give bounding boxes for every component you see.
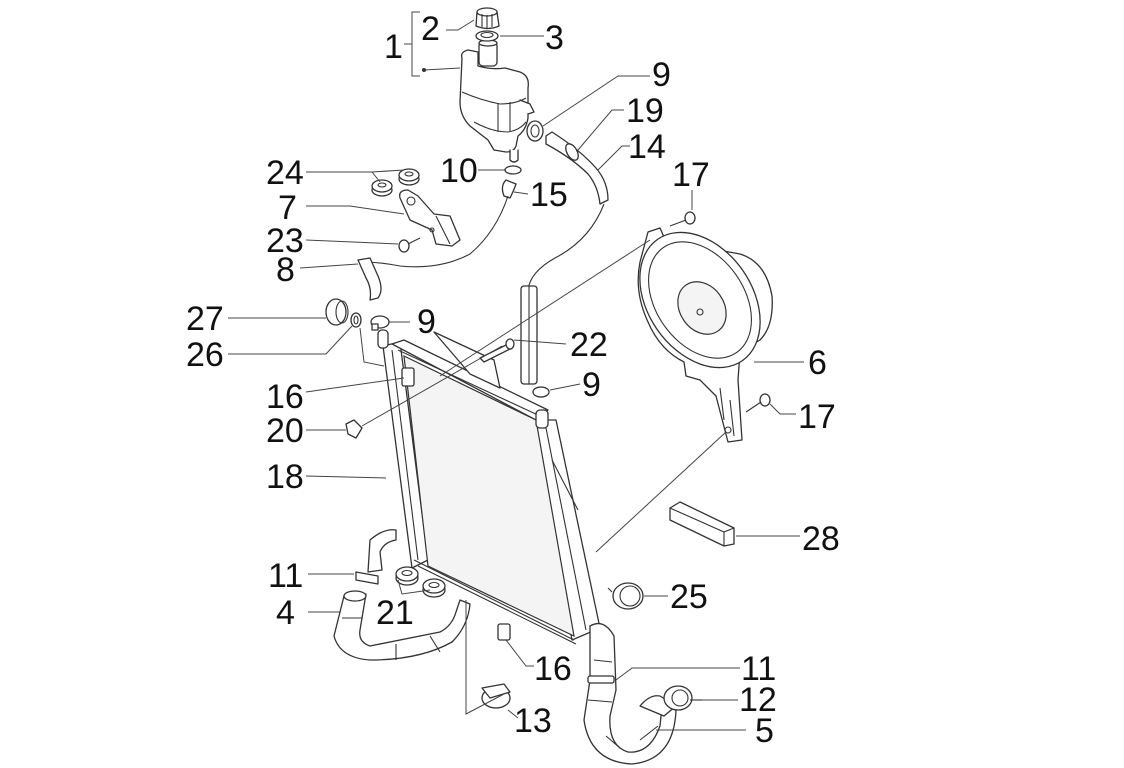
hose-clamp-top (526, 120, 544, 142)
hose-connector (501, 179, 517, 199)
washer (350, 312, 362, 328)
vertical-hose (520, 285, 538, 385)
hose-clamp-left (370, 315, 390, 331)
bracket-grommets (371, 168, 420, 197)
rubber-grommets (395, 566, 446, 598)
callout-9-right: 9 (582, 366, 601, 404)
callout-8: 8 (276, 251, 295, 289)
callout-17-upper: 17 (672, 156, 710, 194)
callout-2: 2 (421, 10, 440, 48)
cap-gasket (475, 30, 499, 42)
lower-left-hose (333, 529, 471, 661)
callout-22: 22 (570, 326, 608, 364)
tank-cap (475, 7, 500, 30)
clip-nut-upper (401, 367, 415, 387)
callout-27: 27 (186, 300, 224, 338)
callout-19: 19 (626, 92, 664, 130)
callout-16-upper: 16 (266, 378, 304, 416)
clip-nut (345, 419, 363, 439)
bleed-cap (325, 298, 349, 326)
callout-17-lower: 17 (798, 398, 836, 436)
callout-11-left: 11 (268, 557, 303, 595)
callout-11-right: 11 (741, 650, 776, 688)
filler-hose (545, 131, 609, 205)
callout-16-lower: 16 (534, 650, 572, 688)
callout-15: 15 (530, 176, 568, 214)
callout-14: 14 (628, 128, 666, 166)
callout-13: 13 (514, 702, 552, 740)
callout-25: 25 (670, 578, 708, 616)
hose-clamp-lower-right (587, 675, 615, 684)
callout-9-left: 9 (417, 303, 436, 341)
hose-clamp-right (532, 386, 550, 398)
overflow-hose (357, 195, 509, 301)
clip-nut-lower (497, 623, 511, 641)
callout-20: 20 (266, 412, 304, 450)
spring-clamp (607, 582, 644, 610)
callout-26: 26 (186, 336, 224, 374)
tank-bracket (399, 189, 461, 247)
fan-screw-upper (669, 211, 696, 227)
callout-1: 1 (384, 28, 403, 66)
screw-clamp (663, 685, 702, 711)
callout-18: 18 (266, 458, 304, 496)
callout-3: 3 (545, 19, 564, 57)
hose-line (527, 203, 605, 291)
callout-5: 5 (755, 712, 774, 750)
pin (479, 338, 515, 363)
callout-23: 23 (266, 222, 304, 260)
callout-6: 6 (808, 344, 827, 382)
radiator (377, 329, 601, 645)
screw-clamp-lower (481, 683, 511, 709)
fan-screw-lower (745, 393, 771, 413)
callout-10: 10 (440, 152, 478, 190)
callout-12: 12 (739, 681, 777, 719)
small-clamp (504, 165, 522, 175)
expansion-tank (459, 39, 535, 163)
callout-28: 28 (802, 520, 840, 558)
callout-24: 24 (266, 154, 304, 192)
bracket-screw (398, 237, 421, 253)
callout-labels: 1 2 3 4 5 6 7 8 9 9 9 10 11 11 12 13 14 … (186, 10, 840, 750)
cooling-fan (637, 227, 773, 443)
callout-21: 21 (376, 594, 414, 632)
hose-clamp-lower-left (355, 571, 379, 585)
callout-4: 4 (276, 594, 295, 632)
leader-lines (228, 11, 804, 731)
lower-right-hose (583, 622, 677, 765)
foam-strip (669, 501, 735, 547)
callout-7: 7 (278, 189, 297, 227)
callout-9-top: 9 (652, 56, 671, 94)
